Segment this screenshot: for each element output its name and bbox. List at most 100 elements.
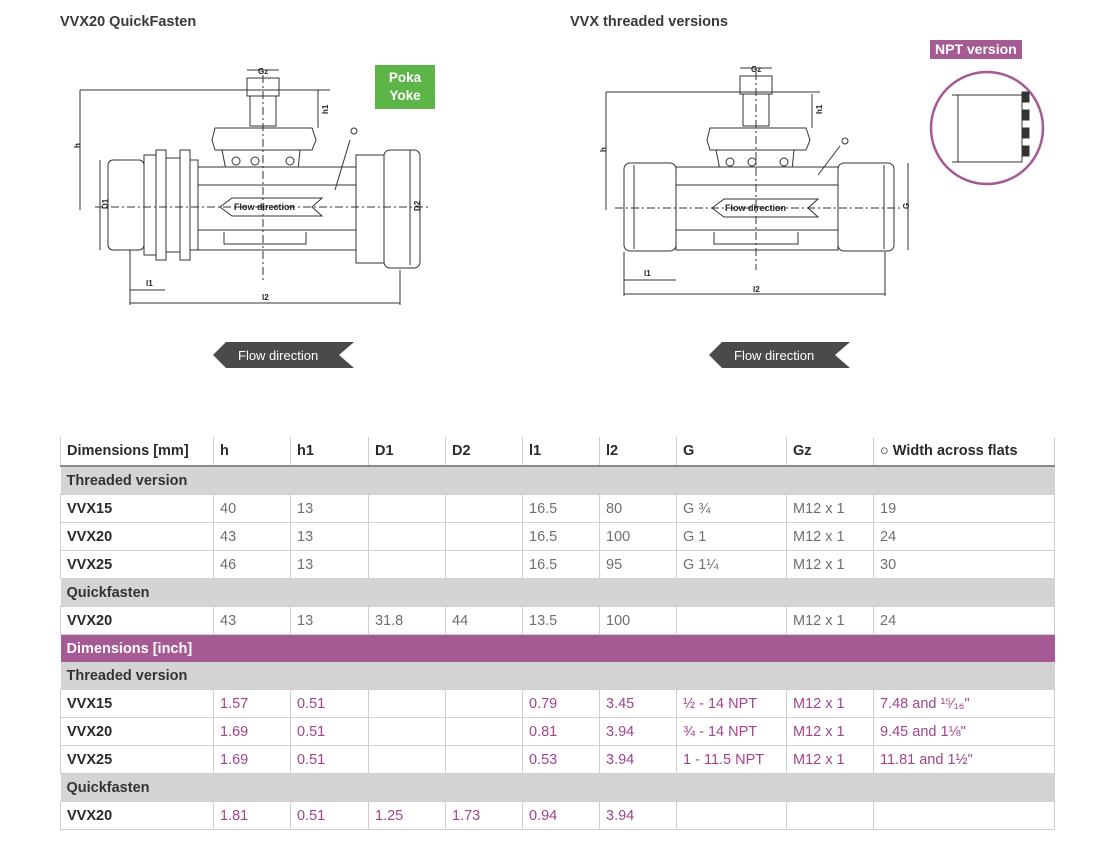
- gz-label-left: Gz: [258, 67, 268, 76]
- col-header: h: [213, 437, 291, 467]
- cell-h: 1.69: [213, 745, 291, 774]
- arrow-left-shape: [213, 342, 354, 368]
- cell-l1: 16.5: [522, 522, 600, 551]
- h1-label-left: h1: [321, 104, 330, 114]
- flow-label-left-drawing: Flow direction: [234, 202, 295, 212]
- cell-g: G 1¼: [676, 550, 787, 579]
- npt-version-badge: NPT version: [930, 40, 1022, 59]
- col-header: Gz: [786, 437, 874, 467]
- row-label: VVX25: [60, 745, 214, 774]
- cell-waf: 7.48 and ¹⁵⁄₁₆": [873, 689, 1055, 718]
- col-header: l2: [599, 437, 677, 467]
- row-label: VVX20: [60, 522, 214, 551]
- cell-l2: 95: [599, 550, 677, 579]
- cell-l1: 0.94: [522, 801, 600, 830]
- cell-gz: M12 x 1: [786, 689, 874, 718]
- g-label: G: [902, 203, 911, 209]
- col-header: D2: [445, 437, 523, 467]
- col-header: ○ Width across flats: [873, 437, 1055, 467]
- cell-l1: 16.5: [522, 550, 600, 579]
- inch-section-label: Dimensions [inch]: [60, 634, 1055, 662]
- cell-h: 46: [213, 550, 291, 579]
- cell-d2: 44: [445, 606, 523, 635]
- group-label: Quickfasten: [60, 773, 1055, 802]
- cell-d1: [368, 522, 446, 551]
- l2-label-left: l2: [262, 293, 269, 302]
- cell-d1: 31.8: [368, 606, 446, 635]
- left-section-title: VVX20 QuickFasten: [60, 14, 197, 30]
- group-label: Threaded version: [60, 466, 1055, 495]
- cell-waf: 30: [873, 550, 1055, 579]
- flow-direction-text-right: Flow direction: [734, 348, 815, 363]
- l1-label-right: l1: [644, 269, 651, 278]
- cell-l1: 13.5: [522, 606, 600, 635]
- cell-gz: M12 x 1: [786, 606, 874, 635]
- cell-g: G ¾: [676, 494, 787, 523]
- group-row: Quickfasten: [60, 773, 1055, 802]
- arrow-right-shape: [709, 342, 850, 368]
- cell-d1: [368, 689, 446, 718]
- cell-waf: 9.45 and 1⅛": [873, 717, 1055, 746]
- cell-d2: [445, 689, 523, 718]
- cell-h: 40: [213, 494, 291, 523]
- cell-l2: 3.45: [599, 689, 677, 718]
- cell-l2: 3.94: [599, 717, 677, 746]
- cell-l1: 16.5: [522, 494, 600, 523]
- cell-l2: 3.94: [599, 745, 677, 774]
- cell-h1: 13: [290, 494, 369, 523]
- cell-d1: [368, 745, 446, 774]
- poka-line-1: Poka: [388, 70, 422, 85]
- cell-h1: 0.51: [290, 717, 369, 746]
- group-row: Quickfasten: [60, 578, 1055, 607]
- cell-d1: [368, 550, 446, 579]
- cell-h: 43: [213, 522, 291, 551]
- cell-waf: 11.81 and 1½": [873, 745, 1055, 774]
- col-header: D1: [368, 437, 446, 467]
- cell-waf: [873, 801, 1055, 830]
- table-row: VVX20 1.69 0.51 0.81 3.94 ¾ - 14 NPT M12…: [60, 717, 1055, 746]
- cell-gz: M12 x 1: [786, 717, 874, 746]
- technical-drawings: Gz h1 h D1 D2 l1 l2 Flow direction Gz h1…: [73, 65, 1045, 305]
- cell-d1: [368, 494, 446, 523]
- cell-h: 1.69: [213, 717, 291, 746]
- quickfasten-drawing: [79, 69, 430, 305]
- cell-h1: 13: [290, 522, 369, 551]
- right-section-title: VVX threaded versions: [570, 14, 728, 30]
- l1-label-left: l1: [146, 279, 153, 288]
- cell-gz: M12 x 1: [786, 494, 874, 523]
- table-row: VVX25 46 13 16.5 95 G 1¼ M12 x 1 30: [60, 550, 1055, 579]
- inch-section-row: Dimensions [inch]: [60, 634, 1055, 662]
- group-row: Threaded version: [60, 662, 1055, 690]
- cell-waf: 19: [873, 494, 1055, 523]
- cell-gz: M12 x 1: [786, 550, 874, 579]
- flow-label-right-drawing: Flow direction: [725, 203, 786, 213]
- cell-h1: 13: [290, 550, 369, 579]
- group-label: Quickfasten: [60, 578, 1055, 607]
- cell-d1: [368, 717, 446, 746]
- table-row: VVX20 43 13 31.8 44 13.5 100 M12 x 1 24: [60, 606, 1055, 635]
- table-row: VVX25 1.69 0.51 0.53 3.94 1 - 11.5 NPT M…: [60, 745, 1055, 774]
- cell-g: [676, 606, 787, 635]
- cell-h1: 0.51: [290, 745, 369, 774]
- row-label: VVX25: [60, 550, 214, 579]
- cell-d2: [445, 522, 523, 551]
- cell-h1: 0.51: [290, 689, 369, 718]
- table-header-row: Dimensions [mm] h h1 D1 D2 l1 l2 G Gz ○ …: [60, 437, 1055, 467]
- h-label-right: h: [599, 147, 608, 152]
- dimensions-table: Dimensions [mm] h h1 D1 D2 l1 l2 G Gz ○ …: [60, 437, 1055, 830]
- cell-g: G 1: [676, 522, 787, 551]
- cell-gz: [786, 801, 874, 830]
- cell-d2: [445, 494, 523, 523]
- cell-d2: [445, 550, 523, 579]
- table-row: VVX20 43 13 16.5 100 G 1 M12 x 1 24: [60, 522, 1055, 551]
- threaded-drawing: [605, 67, 909, 296]
- col-header: h1: [290, 437, 369, 467]
- group-label: Threaded version: [60, 662, 1055, 690]
- poka-yoke-badge: Poka Yoke: [375, 65, 435, 109]
- table-row: VVX20 1.81 0.51 1.25 1.73 0.94 3.94: [60, 801, 1055, 830]
- flow-direction-arrow-left: Flow direction: [213, 342, 355, 368]
- cell-waf: 24: [873, 606, 1055, 635]
- cell-l1: 0.79: [522, 689, 600, 718]
- cell-l2: 80: [599, 494, 677, 523]
- cell-g: [676, 801, 787, 830]
